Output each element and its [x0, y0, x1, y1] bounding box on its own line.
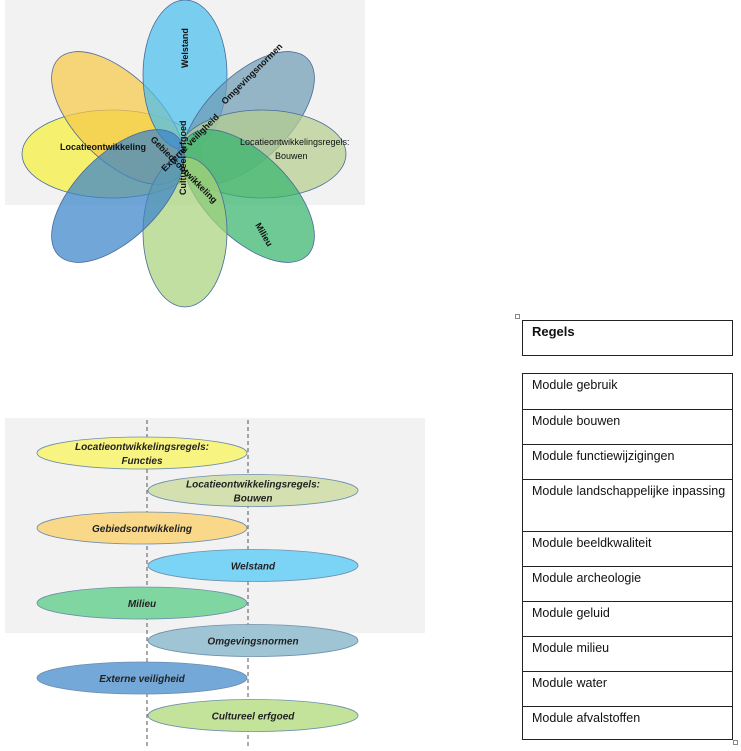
bar-label-2: Gebiedsontwikkeling: [92, 524, 192, 535]
rules-row: Module archeologie: [523, 566, 732, 601]
bar-label-4: Milieu: [128, 599, 156, 610]
rules-row-label: Module gebruik: [532, 378, 618, 392]
bar-ellipse-2: [36, 511, 248, 545]
petal-label-locatie-bouwen: Locatieontwikkelingsregels:Bouwen: [240, 137, 350, 161]
rules-row: Module geluid: [523, 601, 732, 636]
rules-row-label: Module beeldkwaliteit: [532, 536, 652, 550]
rules-row: Module beeldkwaliteit: [523, 531, 732, 566]
bar-label-0: Locatieontwikkelingsregels:Functies: [75, 442, 209, 467]
bar-ellipse-4: [36, 586, 248, 620]
rules-row-label: Module water: [532, 676, 608, 690]
rules-row: Module landschappelijke inpassing: [523, 479, 732, 531]
rules-row: Module milieu: [523, 636, 732, 671]
rules-row: Module functiewijzigingen: [523, 444, 732, 479]
bar-label-3: Welstand: [231, 562, 276, 573]
bar-label-1: Locatieontwikkelingsregels:Bouwen: [186, 480, 320, 505]
rules-row: Module water: [523, 671, 732, 706]
bar-label-7: Cultureel erfgoed: [212, 712, 296, 723]
bar-label-6: Externe veiligheid: [99, 674, 185, 685]
bar-ellipse-0: [36, 436, 248, 470]
table-resize-handle[interactable]: [733, 740, 738, 745]
module-bars-svg: Locatieontwikkelingsregels:FunctiesLocat…: [5, 418, 425, 746]
bar-label-5: Omgevingsnormen: [207, 637, 298, 648]
rules-row-label: Module landschappelijke inpassing: [532, 484, 726, 498]
bar-ellipse-3: [147, 549, 359, 582]
rules-row-label: Module bouwen: [532, 414, 621, 428]
rules-row-label: Module functiewijzigingen: [532, 449, 675, 463]
rules-row-label: Module milieu: [532, 641, 610, 655]
rules-header-box: Regels: [522, 320, 733, 356]
bar-ellipse-7: [147, 699, 359, 732]
rules-row-label: Module geluid: [532, 606, 610, 620]
bar-ellipse-6: [36, 661, 248, 695]
rules-row: Module bouwen: [523, 409, 732, 444]
petal-label-welstand: Welstand: [180, 28, 190, 68]
rules-row-label: Module archeologie: [532, 571, 642, 585]
petal-externe-veiligheid: [51, 129, 185, 263]
bar-ellipse-5: [147, 624, 359, 657]
rules-row: Module afvalstoffen: [523, 706, 732, 741]
rules-row: Module gebruik: [523, 374, 732, 409]
bar-ellipse-1: [147, 474, 359, 507]
table-move-handle[interactable]: [515, 314, 520, 319]
petal-label-cultureel-erfgoed: Cultureel erfgoed: [178, 120, 188, 195]
petal-label-locatie-functies: Locatieontwikkeling: [60, 142, 146, 152]
rules-header-label: Regels: [532, 324, 575, 339]
rules-row-label: Module afvalstoffen: [532, 711, 641, 725]
